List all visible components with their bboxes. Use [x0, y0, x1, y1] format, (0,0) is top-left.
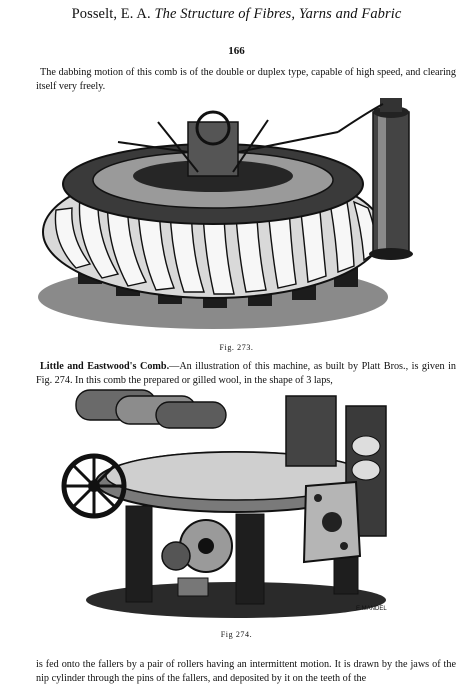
paragraph-lead-heading: Little and Eastwood's Comb. [40, 361, 170, 372]
header-author: Posselt, E. A. [71, 6, 151, 22]
figure-273-illustration [38, 98, 413, 329]
header-book-title: The Structure of Fibres, Yarns and Fabri… [154, 6, 402, 22]
paragraph-body: —An illustration of this machine, as bui… [36, 361, 457, 386]
paragraph-feed-description: is fed onto the fallers by a pair of rol… [36, 659, 456, 684]
paragraph-little-eastwood-comb: Little and Eastwood's Comb.—An illustrat… [36, 360, 456, 388]
paragraph-dabbing-motion: The dabbing motion of this comb is of th… [36, 67, 456, 92]
page-number: 166 [228, 45, 245, 57]
engraver-signature: E.MANDEL [356, 606, 387, 612]
figure-274-illustration: E.MANDEL [61, 389, 387, 618]
running-head: Posselt, E. A. The Structure of Fibres, … [0, 6, 473, 23]
figure-273-caption: Fig. 273. [219, 343, 254, 352]
figure-274-caption: Fig 274. [220, 630, 253, 639]
